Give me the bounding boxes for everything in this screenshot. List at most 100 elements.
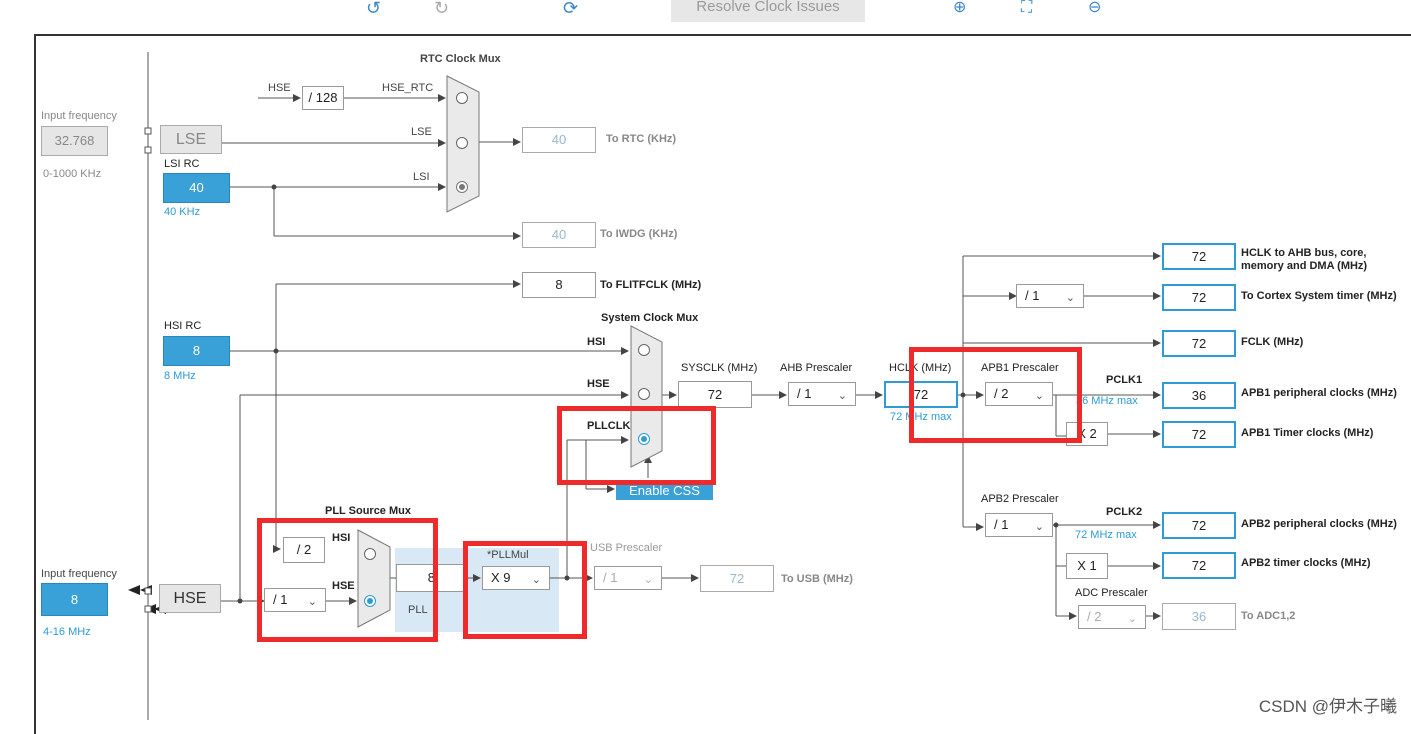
chevron-down-icon: ⌄ xyxy=(643,574,653,586)
ahb-prescaler-label: AHB Prescaler xyxy=(780,362,853,374)
zoom-out-icon[interactable]: ⊖ xyxy=(1088,0,1102,16)
hsi-unit: 8 MHz xyxy=(164,370,196,382)
toolbar: ↺ ↻ ⟳ Resolve Clock Issues ⊕ ⛶ ⊖ xyxy=(0,0,1411,34)
pclk1-label: PCLK1 xyxy=(1106,374,1143,386)
pllmul-select[interactable]: X 9 ⌄ xyxy=(482,566,550,590)
chevron-down-icon: ⌄ xyxy=(1065,292,1075,304)
sys-mux-pllclk-radio[interactable] xyxy=(638,433,650,445)
pllmul-value: X 9 xyxy=(491,570,511,585)
cortex-timer-label: To Cortex System timer (MHz) xyxy=(1241,290,1397,302)
hse-input-label: Input frequency xyxy=(41,568,117,580)
lse-input-label: Input frequency xyxy=(41,110,117,122)
flitfclk-label: To FLITFCLK (MHz) xyxy=(600,279,702,291)
pll-src-hsi-radio[interactable] xyxy=(364,548,376,560)
zoom-in-icon[interactable]: ⊕ xyxy=(953,0,967,16)
apb2-timer-mult: X 1 xyxy=(1066,553,1108,579)
sys-mux-hsi-radio[interactable] xyxy=(638,344,650,356)
pll-input-value: 8 xyxy=(396,564,468,592)
rtc-hse-label: HSE xyxy=(268,82,291,94)
cortex-prescaler-select[interactable]: / 1 ⌄ xyxy=(1016,284,1084,308)
hse-prediv-select[interactable]: / 1⌄ xyxy=(264,588,326,612)
sys-mux-hsi-label: HSI xyxy=(587,336,606,348)
chevron-down-icon: ⌄ xyxy=(1127,613,1137,625)
cortex-timer-value[interactable]: 72 xyxy=(1162,284,1236,311)
fit-screen-icon[interactable]: ⛶ xyxy=(1021,0,1033,16)
pll-src-hse-label: HSE xyxy=(332,580,355,592)
pclk2-label: PCLK2 xyxy=(1106,506,1143,518)
undo-icon[interactable]: ↺ xyxy=(366,0,382,18)
apb1-peripheral-value[interactable]: 36 xyxy=(1162,382,1236,409)
rtc-mux-title: RTC Clock Mux xyxy=(420,53,501,65)
hclk-ahb-value[interactable]: 72 xyxy=(1162,243,1236,270)
apb2-timer-value[interactable]: 72 xyxy=(1162,552,1236,579)
hclk-value[interactable]: 72 xyxy=(884,381,958,408)
rtc-mux-lse-radio[interactable] xyxy=(456,137,468,149)
lse-input-field[interactable]: 32.768 xyxy=(41,126,108,156)
usb-prescaler-select[interactable]: / 1 ⌄ xyxy=(594,566,662,590)
pll-src-hsi-label: HSI xyxy=(332,532,351,544)
refresh-icon[interactable]: ⟳ xyxy=(563,0,579,18)
usb-value: 72 xyxy=(700,565,774,592)
rtc-mux-hse-radio[interactable] xyxy=(456,92,468,104)
hclk-max: 72 MHz max xyxy=(890,411,952,423)
adc-prescaler-select[interactable]: / 2 ⌄ xyxy=(1078,605,1146,629)
rtc-mux-lsi-radio[interactable] xyxy=(456,181,468,193)
usb-label: To USB (MHz) xyxy=(781,573,853,585)
sys-mux-hse-label: HSE xyxy=(587,378,610,390)
lsi-name: LSI RC xyxy=(164,158,200,170)
apb2-timer-label: APB2 timer clocks (MHz) xyxy=(1241,557,1371,569)
pll-src-hse-radio[interactable] xyxy=(364,595,376,607)
watermark: CSDN @伊木子曦 xyxy=(1258,697,1397,716)
to-iwdg-value: 40 xyxy=(522,222,596,248)
hse-input-field[interactable]: 8 xyxy=(41,583,108,616)
to-rtc-label: To RTC (KHz) xyxy=(606,133,677,145)
adc-prescaler-value: / 2 xyxy=(1087,609,1102,624)
usb-prescaler-value: / 1 xyxy=(603,570,618,585)
highlight-pllmul xyxy=(463,541,587,639)
to-iwdg-label: To IWDG (KHz) xyxy=(600,228,678,240)
cortex-prescaler-value: / 1 xyxy=(1025,288,1040,303)
hse-div128-box: / 128 xyxy=(302,86,344,110)
apb2-peripheral-value[interactable]: 72 xyxy=(1162,512,1236,539)
ahb-prescaler-select[interactable]: / 1⌄ xyxy=(788,382,856,406)
apb1-prescaler-label: APB1 Prescaler xyxy=(981,362,1059,374)
apb1-max: 36 MHz max xyxy=(1076,395,1138,407)
chevron-down-icon: ⌄ xyxy=(531,574,541,586)
apb2-prescaler-select[interactable]: / 1 ⌄ xyxy=(985,513,1053,537)
adc-prescaler-label: ADC Prescaler xyxy=(1075,587,1148,599)
sys-mux-pllclk-label: PLLCLK xyxy=(587,420,631,432)
lse-block: LSE xyxy=(160,125,222,154)
apb2-peripheral-label: APB2 peripheral clocks (MHz) xyxy=(1241,518,1397,530)
highlight-pllclk xyxy=(557,406,716,485)
hse-block: HSE xyxy=(159,584,221,613)
hse-prediv-value: / 1 xyxy=(273,592,288,607)
hsi-value: 8 xyxy=(163,336,230,366)
resolve-clock-issues-button[interactable]: Resolve Clock Issues xyxy=(671,0,865,22)
lse-range: 0-1000 KHz xyxy=(43,168,102,180)
highlight-pll-source xyxy=(257,518,438,642)
sys-mux-hse-radio[interactable] xyxy=(638,388,650,400)
flitfclk-value: 8 xyxy=(522,272,596,298)
apb2-max: 72 MHz max xyxy=(1075,529,1137,541)
pll-name: PLL xyxy=(408,604,428,616)
rtc-hse-rtc-label: HSE_RTC xyxy=(382,82,434,94)
adc-value: 36 xyxy=(1162,603,1236,630)
apb1-prescaler-select[interactable]: / 2⌄ xyxy=(985,382,1053,406)
apb1-prescaler-value: / 2 xyxy=(994,386,1009,401)
chevron-down-icon: ⌄ xyxy=(1034,521,1044,533)
hclk-label: HCLK (MHz) xyxy=(889,362,952,374)
rtc-lse-label: LSE xyxy=(411,126,432,138)
adc-label: To ADC1,2 xyxy=(1241,610,1296,622)
hse-range: 4-16 MHz xyxy=(43,626,91,638)
fclk-value[interactable]: 72 xyxy=(1162,330,1236,357)
fclk-label: FCLK (MHz) xyxy=(1241,336,1304,348)
redo-icon[interactable]: ↻ xyxy=(434,0,450,18)
apb2-prescaler-value: / 1 xyxy=(994,517,1009,532)
hclk-ahb-label: HCLK to AHB bus, core, memory and DMA (M… xyxy=(1241,247,1368,272)
sysclk-value: 72 xyxy=(678,381,752,408)
apb1-timer-label: APB1 Timer clocks (MHz) xyxy=(1241,427,1374,439)
apb1-timer-value[interactable]: 72 xyxy=(1162,421,1236,448)
chevron-down-icon: ⌄ xyxy=(837,390,847,402)
enable-css-button[interactable]: Enable CSS xyxy=(616,482,713,500)
pllmul-label: *PLLMul xyxy=(487,549,529,561)
